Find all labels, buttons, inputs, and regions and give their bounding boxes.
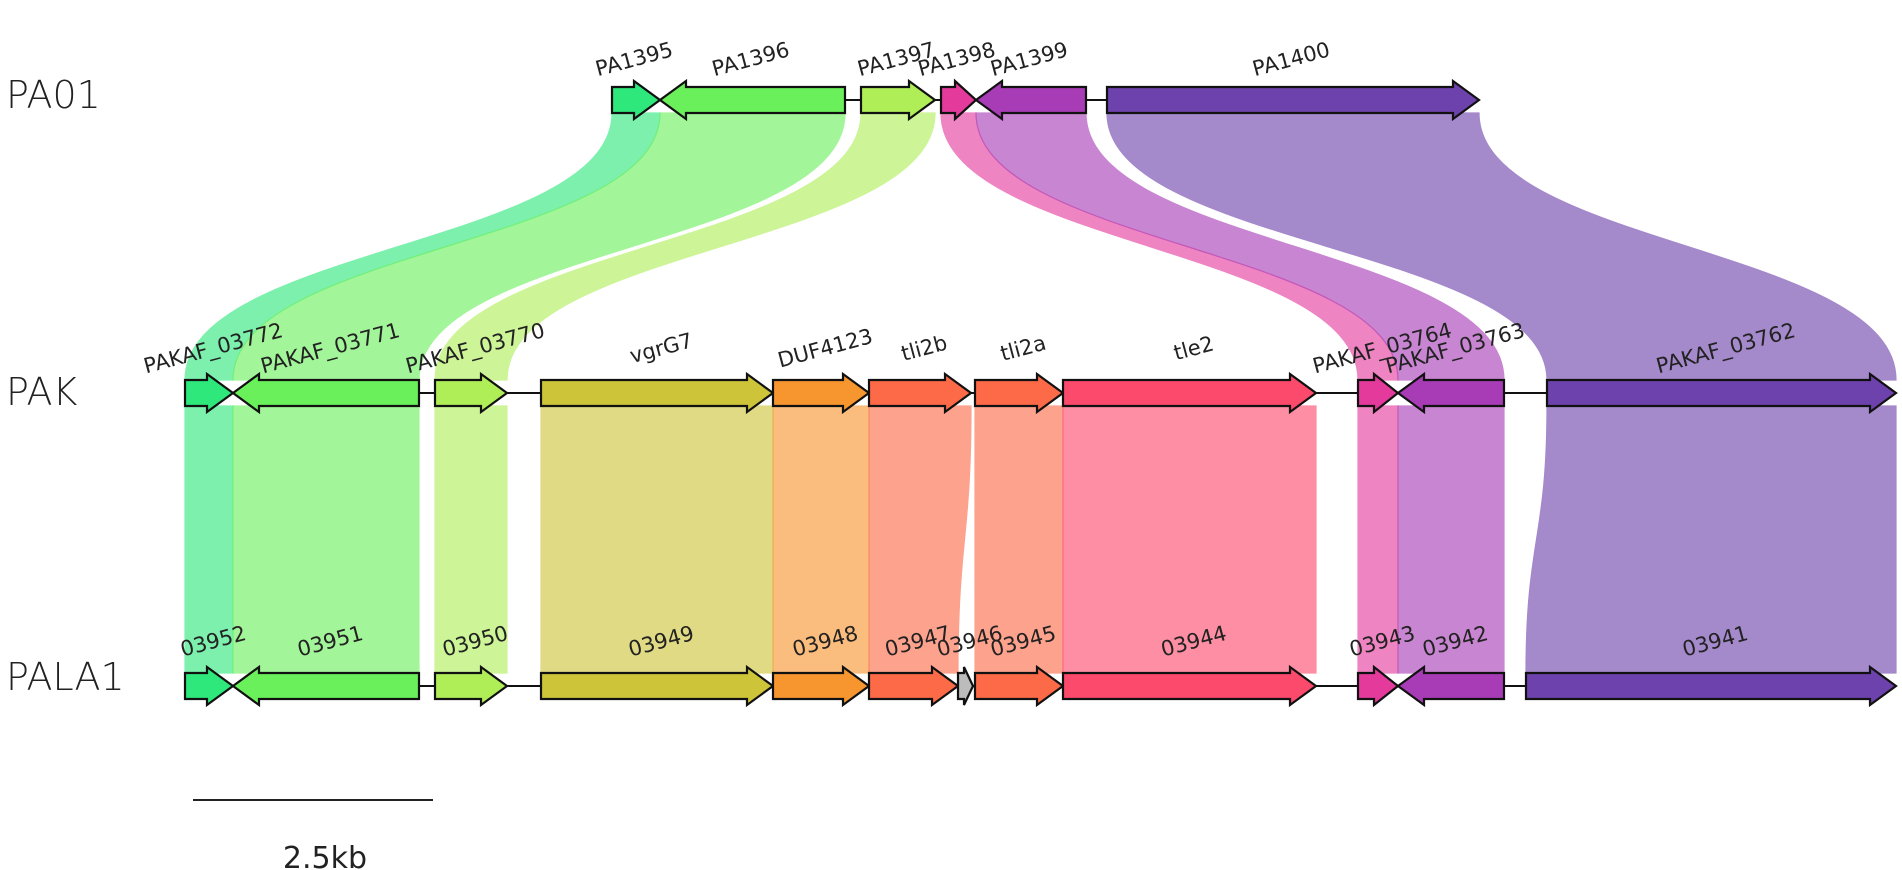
track-label-pala1: PALA1 [6,655,125,699]
synteny-link-2 [434,112,936,381]
gene-label-duf4123: DUF4123 [775,324,875,372]
synteny-link-8 [434,405,508,674]
gene-label-pa1399: PA1399 [988,37,1071,81]
synteny-link-5 [1106,112,1897,381]
gene-arrow-pa1399 [974,78,1088,122]
gene-arrow-pa1398 [939,78,978,122]
gene-arrow-03943 [1356,664,1400,708]
gene-label-pa1396: PA1396 [709,37,792,81]
gene-arrow-03946 [956,666,975,706]
gene-arrow-pa1400 [1105,78,1481,122]
track-label-pa01: PA01 [6,73,101,117]
gene-arrow-pakaf_03772 [183,371,235,415]
gene-arrow-03948 [771,664,871,708]
gene-arrow-03949 [539,664,775,708]
track-label-pak: PAK [6,370,77,414]
gene-arrow-pakaf_03764 [1356,371,1400,415]
gene-arrow-03952 [183,664,235,708]
gene-arrow-03942 [1396,664,1506,708]
gene-arrow-03945 [973,664,1065,708]
gene-arrow-pakaf_03770 [433,371,509,415]
gene-label-pa1395: PA1395 [593,37,676,81]
gene-label-tli2b: tli2b [899,331,950,366]
synteny-link-16 [1525,405,1897,674]
gene-arrow-03950 [433,664,509,708]
gene-arrow-03947 [867,664,960,708]
gene-arrow-pa1396 [658,78,847,122]
synteny-link-13 [1062,405,1317,674]
gene-label-pa1400: PA1400 [1250,37,1333,81]
gene-arrow-tle2 [1061,371,1318,415]
gene-arrow-pakaf_03762 [1545,371,1898,415]
gene-arrow-pa1397 [859,78,937,122]
gene-arrow-tli2b [867,371,973,415]
gene-arrow-pakaf_03771 [231,371,421,415]
gene-arrow-tli2a [973,371,1065,415]
gene-arrow-03951 [231,664,421,708]
gene-label-tli2a: tli2a [998,331,1049,366]
gene-label-vgrg7: vgrG7 [627,328,695,368]
scale-bar-label: 2.5kb [283,841,367,870]
gene-arrow-pakaf_03763 [1396,371,1506,415]
gene-arrow-03941 [1524,664,1898,708]
gene-arrow-duf4123 [771,371,871,415]
gene-arrow-pa1395 [610,78,662,122]
gene-arrows [183,78,1898,708]
gene-label-tle2: tle2 [1171,331,1216,365]
gene-arrow-vgrg7 [539,371,775,415]
synteny-links [184,112,1897,674]
gene-arrow-03944 [1061,664,1318,708]
